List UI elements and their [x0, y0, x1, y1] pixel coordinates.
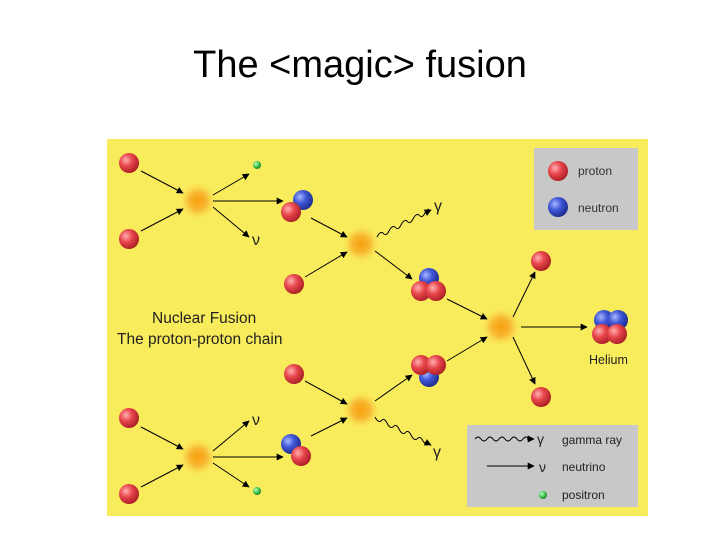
fusion-glow [178, 181, 218, 221]
proton [119, 153, 139, 173]
legend-gamma-ray-label: gamma ray [562, 433, 622, 447]
legend-neutron-icon [548, 197, 568, 217]
proton [281, 202, 301, 222]
proton [284, 364, 304, 384]
positron [253, 487, 261, 495]
helium-proton [607, 324, 627, 344]
proton [411, 355, 431, 375]
gamma-symbol: γ [433, 444, 441, 461]
fusion-glow [480, 306, 522, 348]
lower-helium3-reaction: γ [284, 355, 446, 461]
proton [531, 387, 551, 407]
proton [426, 281, 446, 301]
diagram-heading: Nuclear Fusion [152, 310, 256, 327]
legend-proton-icon [548, 161, 568, 181]
legend-positron-icon [539, 491, 547, 499]
slide-title: The <magic> fusion [193, 44, 527, 86]
helium4-reaction: Helium [446, 251, 628, 407]
fusion-glow [341, 390, 381, 430]
fusion-glow [178, 437, 218, 477]
proton [426, 355, 446, 375]
legend-neutron-label: neutron [578, 201, 619, 215]
legend-proton-label: proton [578, 164, 612, 178]
gamma-symbol: γ [434, 198, 442, 215]
fusion-diagram: proton neutron γ gamma ray ν neutrino po… [107, 139, 648, 516]
proton [291, 446, 311, 466]
proton [531, 251, 551, 271]
positron [253, 161, 261, 169]
proton [119, 408, 139, 428]
legend-neutrino-label: neutrino [562, 460, 606, 474]
upper-helium3-reaction: γ [284, 198, 446, 301]
helium-proton [592, 324, 612, 344]
gamma-ray-wave [376, 208, 430, 238]
bottom-branch: ν [119, 408, 311, 504]
proton [411, 281, 431, 301]
proton [119, 229, 139, 249]
legend-gamma-wave-icon [474, 436, 530, 442]
legend-emissions: γ gamma ray ν neutrino positron [467, 425, 638, 507]
neutrino-symbol: ν [252, 232, 260, 249]
legend-positron-label: positron [562, 488, 605, 502]
top-branch: ν [119, 153, 313, 249]
legend-neutrino-symbol: ν [539, 459, 546, 475]
helium-label: Helium [589, 353, 628, 367]
legend-gamma-symbol: γ [537, 431, 544, 447]
proton [119, 484, 139, 504]
neutrino-symbol: ν [252, 412, 260, 429]
diagram-subheading: The proton-proton chain [117, 331, 282, 348]
gamma-ray-wave [374, 416, 428, 446]
legend-particles: proton neutron [534, 148, 638, 230]
proton [284, 274, 304, 294]
fusion-glow [341, 224, 381, 264]
